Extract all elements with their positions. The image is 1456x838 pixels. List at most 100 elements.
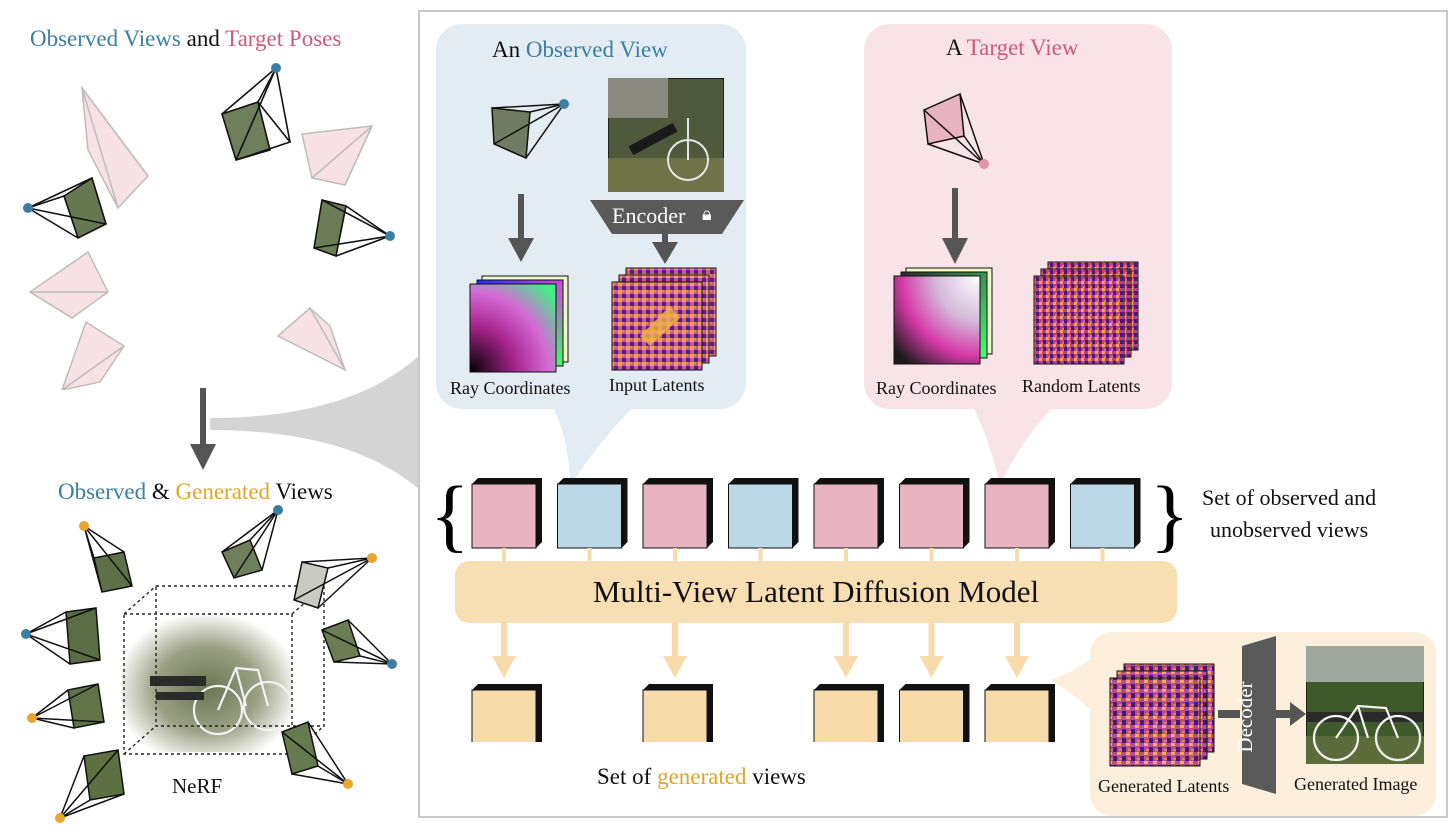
- random-latents: [1033, 261, 1139, 365]
- generated-arrow-head: [919, 656, 944, 678]
- connector-tick: [673, 548, 677, 562]
- generated-view-cube: [642, 684, 713, 742]
- observed-photo: [608, 78, 724, 192]
- target-pose-frustum: [301, 125, 374, 186]
- target-view-cube: [899, 478, 970, 549]
- decoder-label: Decoder: [1233, 677, 1263, 757]
- target-arrow: [942, 188, 968, 264]
- observed-arrows: [508, 194, 678, 264]
- generated-view-cube: [899, 684, 970, 742]
- target-panel-tail: [970, 400, 1060, 486]
- multi-view-ldm-bar: Multi-View Latent Diffusion Model: [455, 561, 1177, 623]
- connector-tick: [929, 548, 934, 562]
- connector-tick: [502, 548, 506, 562]
- target-ray-label: Ray Coordinates: [876, 378, 997, 398]
- target-camera-icon: [923, 92, 989, 169]
- observed-latent-label: Input Latents: [609, 375, 705, 395]
- observed-ray-label: Ray Coordinates: [450, 378, 571, 398]
- observed-view-cube: [557, 478, 628, 549]
- ampersand-text: &: [146, 479, 176, 504]
- connector-tick: [844, 548, 848, 562]
- right-brace: }: [1150, 470, 1189, 560]
- target-view-cube: [813, 478, 884, 549]
- bench-silhouette: [150, 676, 206, 700]
- observed-view-cube: [728, 478, 799, 549]
- target-pose-frustum: [276, 306, 347, 372]
- generated-camera-frustum: [27, 683, 105, 729]
- generated-latents: [1109, 663, 1215, 767]
- target-poses-text: Target Poses: [225, 26, 342, 51]
- target-view-cube: [642, 478, 713, 549]
- generated-arrow-shaft: [672, 622, 678, 658]
- generated-row: [471, 622, 1055, 742]
- observed-title-colored: Observed View: [525, 37, 668, 62]
- observed-text: Observed: [58, 479, 147, 504]
- generated-arrow-shaft: [843, 622, 849, 658]
- encoder-block: [590, 200, 744, 234]
- generated-image-label: Generated Image: [1294, 774, 1418, 794]
- views-set-line2: unobserved views: [1209, 517, 1369, 542]
- generated-arrow-head: [834, 656, 858, 678]
- view-cubes: [471, 478, 1141, 549]
- camera-poses-top: [23, 63, 395, 390]
- zoom-funnel: [210, 355, 420, 490]
- connector-tick: [1015, 548, 1019, 562]
- generated-camera-frustum: [293, 553, 377, 609]
- generated-view-cube: [984, 684, 1055, 742]
- input-latents: [611, 267, 717, 371]
- connector-tick: [1100, 548, 1105, 562]
- observed-ray-coordinates: [469, 275, 569, 373]
- observed-camera-frustum: [21, 607, 101, 665]
- generated-camera-frustum: [79, 521, 133, 593]
- generated-cubes: [471, 684, 1055, 742]
- target-pose-frustum: [61, 320, 126, 390]
- generated-set-colored: generated: [657, 764, 747, 789]
- target-view-cube: [471, 478, 542, 549]
- generated-view-cube: [813, 684, 884, 742]
- lock-icon: 🔒︎: [702, 204, 712, 225]
- target-title-prefix: A: [946, 35, 967, 60]
- generated-arrow-shaft: [501, 622, 507, 658]
- decoder-text: Decoder: [1233, 681, 1257, 753]
- left-bottom-title: Observed & Generated Views: [58, 479, 333, 505]
- views-set-line1: Set of observed and: [1202, 485, 1377, 510]
- target-title-colored: Target View: [966, 35, 1079, 60]
- nerf-scene: [21, 505, 397, 823]
- observed-panel-tail: [550, 400, 640, 486]
- generated-panel-tail: [1050, 644, 1110, 730]
- generated-set-suffix: views: [746, 764, 806, 789]
- observed-camera-frustum: [23, 176, 107, 240]
- generated-camera-frustum: [281, 720, 353, 789]
- cube-connectors: [502, 548, 1105, 562]
- observed-camera-icon: [491, 99, 569, 160]
- generated-arrow-shaft: [1014, 622, 1020, 658]
- encoder-label: Encoder: [612, 203, 686, 228]
- target-pose-frustum: [80, 85, 149, 210]
- left-down-arrow: [190, 388, 216, 470]
- generated-text: Generated: [175, 479, 271, 504]
- target-view-cube: [984, 478, 1055, 549]
- generated-view-cube: [471, 684, 542, 742]
- generated-arrows: [492, 622, 1029, 678]
- generated-arrow-head: [1005, 656, 1029, 678]
- left-brace: {: [430, 470, 469, 560]
- generated-set-prefix: Set of: [597, 764, 658, 789]
- connector-tick: [758, 548, 763, 562]
- observed-view-title: An Observed View: [492, 37, 668, 63]
- view-set-row: { }: [430, 470, 1189, 560]
- connector-tick: [587, 548, 592, 562]
- target-view-title: A Target View: [946, 35, 1078, 61]
- observed-camera-frustum: [221, 63, 292, 161]
- observed-title-prefix: An: [492, 37, 526, 62]
- generated-arrow-head: [663, 656, 687, 678]
- generated-camera-frustum: [55, 749, 125, 823]
- decoder-block: [1218, 636, 1306, 794]
- generated-arrow-head: [492, 656, 516, 678]
- observed-view-cube: [1070, 478, 1141, 549]
- generated-arrow-shaft: [928, 622, 935, 658]
- generated-set-label: Set of generated views: [597, 764, 806, 790]
- nerf-label: NeRF: [172, 774, 223, 798]
- generated-latents-label: Generated Latents: [1098, 776, 1230, 796]
- left-top-title: Observed Views and Target Poses: [30, 26, 341, 52]
- target-pose-frustum: [28, 250, 109, 319]
